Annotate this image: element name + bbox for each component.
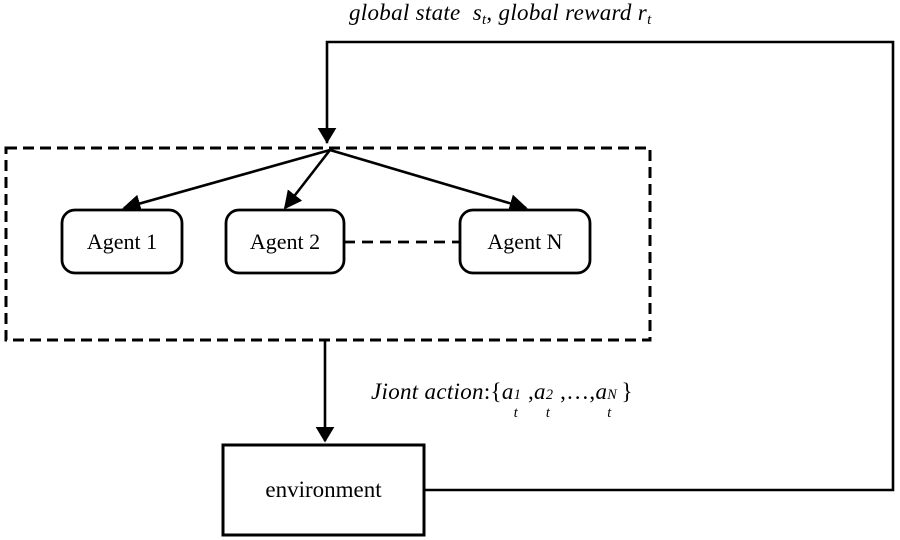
agent-group-box: [4, 146, 652, 342]
edge-broadcast-to-agent-2: [283, 149, 332, 210]
edge-state-reward-feedback: [317, 40, 895, 492]
joint-action-open-brace: {: [490, 379, 502, 404]
action-1-subscript: t: [513, 404, 518, 421]
reward-symbol: r: [637, 0, 648, 25]
action-1-superscript: 1: [513, 387, 522, 404]
joint-action-comma-1: ,: [527, 379, 534, 404]
global-state-text: global state: [349, 0, 461, 25]
action-symbol-2: a: [534, 379, 546, 404]
global-state-reward-label: global state st, global reward rt: [349, 0, 652, 29]
joint-action-close-brace: }: [621, 379, 633, 404]
label-separator: ,: [486, 0, 493, 25]
action-symbol-n: a: [595, 379, 608, 404]
reward-symbol-subscript: t: [647, 12, 652, 29]
action-n-superscript: N: [607, 387, 618, 404]
joint-action-colon: :: [483, 379, 491, 404]
global-reward-text: global reward: [498, 0, 632, 25]
joint-action-ellipsis: ,…,: [560, 379, 596, 404]
agent-n-box[interactable]: [458, 208, 592, 275]
state-symbol-subscript: t: [481, 12, 487, 29]
joint-action-prefix: Jiont action: [371, 379, 484, 404]
agent-2-box[interactable]: [224, 208, 346, 275]
action-2-subscript: t: [545, 404, 551, 421]
action-symbol-1: a: [501, 379, 514, 404]
state-symbol: s: [472, 0, 482, 25]
environment-box[interactable]: [221, 443, 426, 537]
agent-1-box[interactable]: [60, 208, 184, 275]
edge-broadcast-to-agent-n: [329, 148, 528, 213]
action-2-superscript: 2: [545, 387, 554, 404]
action-n-subscript: t: [607, 404, 612, 421]
edge-broadcast-to-agent-1: [122, 148, 331, 213]
